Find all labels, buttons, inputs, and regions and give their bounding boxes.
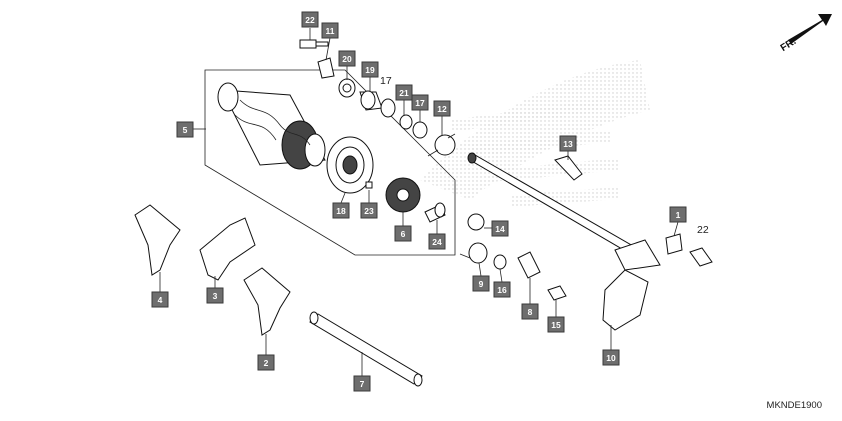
svg-text:23: 23 bbox=[364, 206, 374, 216]
svg-text:10: 10 bbox=[606, 353, 616, 363]
callout-21[interactable]: 21 bbox=[395, 84, 413, 101]
svg-text:2: 2 bbox=[264, 358, 269, 368]
svg-text:22: 22 bbox=[697, 224, 709, 236]
collar bbox=[338, 78, 356, 98]
callout-11[interactable]: 11 bbox=[321, 22, 339, 39]
fork-shaft bbox=[309, 311, 423, 387]
watermark-logo bbox=[420, 60, 650, 207]
plain-label-22[interactable]: 22 bbox=[697, 224, 709, 236]
svg-text:11: 11 bbox=[326, 26, 335, 36]
svg-text:1: 1 bbox=[676, 210, 681, 220]
callout-6[interactable]: 6 bbox=[394, 225, 412, 242]
callout-1[interactable]: 1 bbox=[669, 206, 687, 223]
diagram-code: MKNDE1900 bbox=[766, 400, 822, 411]
drum-center bbox=[385, 177, 421, 213]
flange-bolt bbox=[467, 213, 485, 231]
svg-text:12: 12 bbox=[437, 104, 447, 114]
svg-text:16: 16 bbox=[497, 285, 507, 295]
stopper-spring bbox=[459, 242, 488, 264]
svg-text:7: 7 bbox=[360, 379, 365, 389]
assembly-outline bbox=[204, 69, 456, 256]
front-direction-arrow: FR. bbox=[779, 14, 832, 54]
callout-4[interactable]: 4 bbox=[151, 291, 169, 308]
svg-text:9: 9 bbox=[479, 279, 484, 289]
svg-text:18: 18 bbox=[336, 206, 346, 216]
shift-drum bbox=[217, 82, 326, 170]
svg-text:19: 19 bbox=[365, 65, 375, 75]
gearshift-spindle bbox=[467, 152, 661, 271]
svg-text:8: 8 bbox=[528, 307, 533, 317]
leader-lines bbox=[159, 28, 679, 376]
washer bbox=[380, 98, 396, 118]
callout-13[interactable]: 13 bbox=[559, 135, 577, 152]
svg-text:5: 5 bbox=[183, 125, 188, 135]
callout-3[interactable]: 3 bbox=[206, 287, 224, 304]
callout-24[interactable]: 24 bbox=[428, 233, 446, 250]
stopper-plate bbox=[317, 57, 335, 79]
shift-fork-2 bbox=[243, 267, 291, 336]
bolt-right bbox=[689, 247, 713, 267]
callout-8[interactable]: 8 bbox=[521, 303, 539, 320]
callout-14[interactable]: 14 bbox=[491, 220, 509, 237]
callout-2[interactable]: 2 bbox=[257, 354, 275, 371]
needle-bearing bbox=[359, 90, 383, 111]
callout-5[interactable]: 5 bbox=[176, 121, 194, 138]
callout-18[interactable]: 18 bbox=[332, 202, 350, 219]
washer-16 bbox=[493, 254, 507, 270]
shift-fork-4 bbox=[134, 204, 181, 276]
svg-text:17: 17 bbox=[380, 75, 392, 87]
svg-text:3: 3 bbox=[213, 291, 218, 301]
washer-2 bbox=[412, 121, 428, 139]
callout-16[interactable]: 16 bbox=[493, 281, 511, 298]
svg-text:17: 17 bbox=[415, 98, 425, 108]
callout-20[interactable]: 20 bbox=[338, 50, 356, 67]
svg-text:24: 24 bbox=[432, 237, 442, 247]
svg-text:20: 20 bbox=[342, 54, 352, 64]
callout-15[interactable]: 15 bbox=[547, 316, 565, 333]
shift-fork-3 bbox=[199, 217, 256, 281]
circlip bbox=[399, 114, 413, 130]
pin bbox=[365, 181, 373, 189]
callout-10[interactable]: 10 bbox=[602, 349, 620, 366]
callout-19[interactable]: 19 bbox=[361, 61, 379, 78]
bolt-top bbox=[299, 39, 329, 49]
return-spring bbox=[427, 133, 456, 157]
callout-9[interactable]: 9 bbox=[472, 275, 490, 292]
stopper-arm bbox=[517, 251, 541, 279]
bearing bbox=[326, 136, 374, 194]
svg-text:14: 14 bbox=[495, 224, 505, 234]
callout-12[interactable]: 12 bbox=[433, 100, 451, 117]
callout-22-top[interactable]: 22 bbox=[301, 11, 319, 28]
gearshift-arm bbox=[602, 269, 649, 331]
callout-23[interactable]: 23 bbox=[360, 202, 378, 219]
clip-plate bbox=[665, 233, 683, 255]
svg-text:15: 15 bbox=[551, 320, 561, 330]
svg-text:4: 4 bbox=[158, 295, 163, 305]
bolt-15 bbox=[547, 285, 567, 301]
plain-label-17[interactable]: 17 bbox=[380, 75, 392, 87]
callout-17[interactable]: 17 bbox=[411, 94, 429, 111]
stud-bolt bbox=[554, 155, 583, 181]
svg-text:21: 21 bbox=[399, 88, 409, 98]
drum-bolt bbox=[424, 202, 446, 223]
svg-text:22: 22 bbox=[305, 15, 315, 25]
callout-7[interactable]: 7 bbox=[353, 375, 371, 392]
svg-text:13: 13 bbox=[563, 139, 573, 149]
svg-text:6: 6 bbox=[401, 229, 406, 239]
